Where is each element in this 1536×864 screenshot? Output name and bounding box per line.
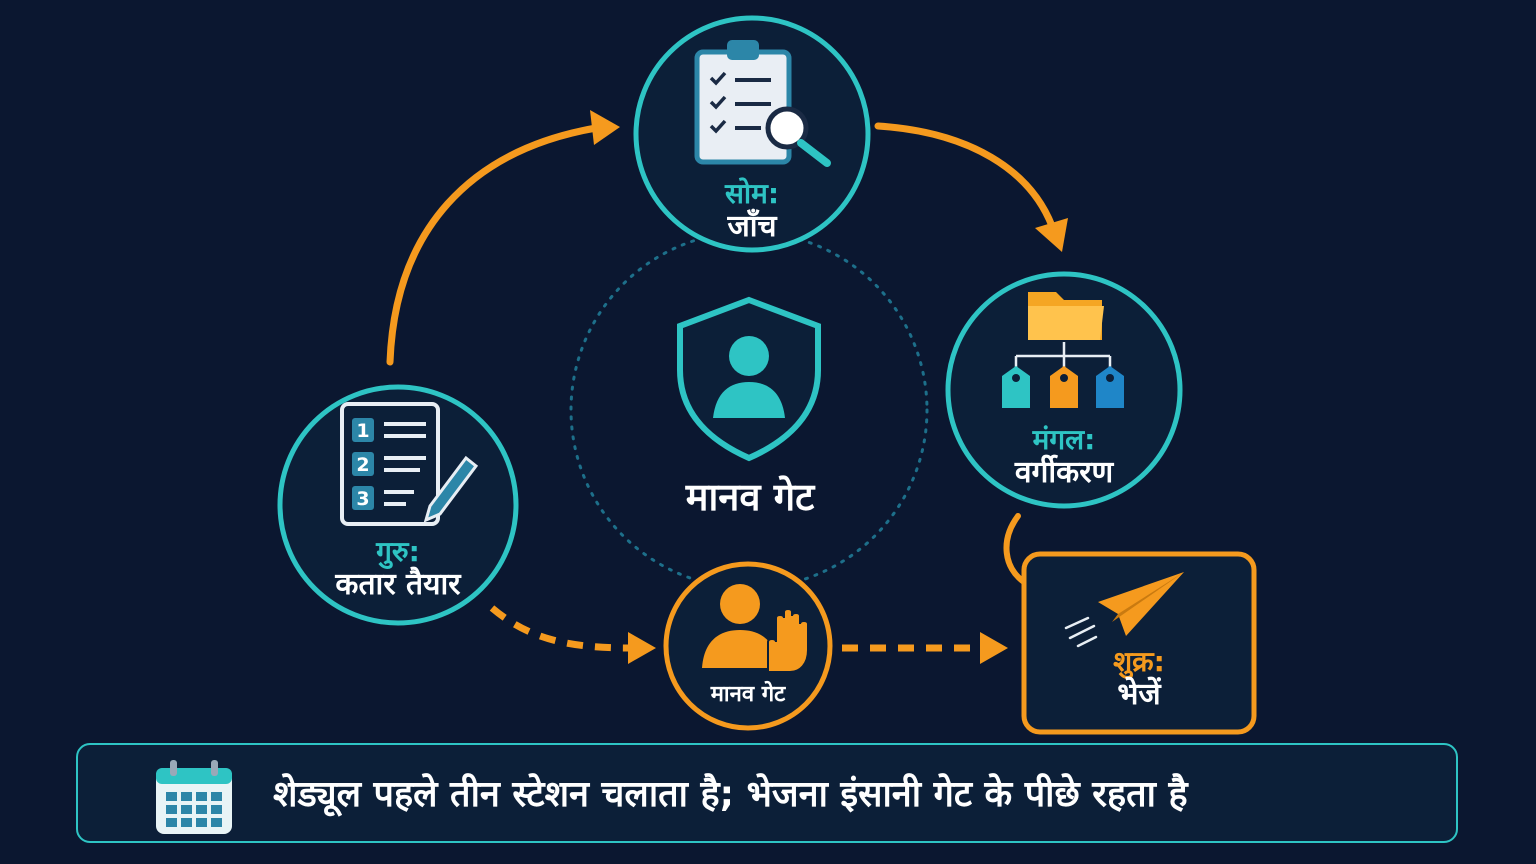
folder-tags-icon [1002,292,1124,408]
station-thursday-task: कतार तैयार [335,567,461,603]
numbered-list-pencil-icon: 1 2 3 [340,402,479,526]
connector-tuesday-to-friday [1003,513,1027,585]
arrow-thursday-to-monday [386,110,620,366]
station-friday-task: भेजें [1117,677,1161,713]
station-tuesday-day: मंगल: [1032,423,1096,456]
footer-banner: शेड्यूल पहले तीन स्टेशन चलाता है; भेजना … [76,743,1458,843]
dashed-arrow-thursday-to-gate [489,605,656,664]
center-gate-title: मानव गेट [685,475,815,519]
calendar-icon [156,760,232,834]
shield-user-icon [677,296,821,462]
human-gate-label: मानव गेट [710,682,786,707]
station-thursday-day: गुरु: [376,535,420,568]
station-friday-day: शुक्र: [1113,645,1165,678]
arrow-monday-to-tuesday [874,122,1068,252]
person-raised-hand-icon [702,584,809,673]
dashed-arrow-gate-to-friday [842,632,1008,664]
footer-text: शेड्यूल पहले तीन स्टेशन चलाता है; भेजना … [273,774,1188,815]
station-monday-day: सोम: [724,177,780,210]
station-tuesday-task: वर्गीकरण [1014,455,1114,491]
svg-text:1: 1 [356,420,369,442]
station-friday-label: शुक्र: भेजें [1034,645,1244,713]
svg-text:2: 2 [356,454,369,476]
station-monday-task: जाँच [727,209,777,245]
paper-plane-icon [1064,572,1184,648]
station-monday-label: सोम: जाँच [652,177,852,245]
station-thursday-label: गुरु: कतार तैयार [290,535,506,603]
station-friday-box [1021,551,1257,735]
svg-text:3: 3 [356,488,369,510]
clipboard-search-icon [694,40,831,167]
station-tuesday-label: मंगल: वर्गीकरण [964,423,1164,491]
